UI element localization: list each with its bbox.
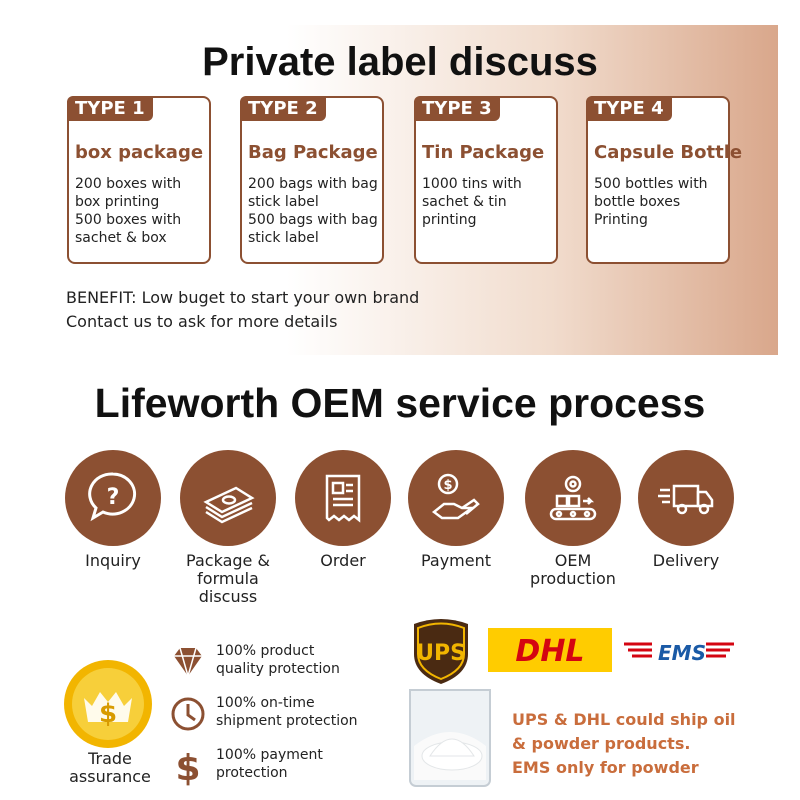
step-inquiry: ? Inquiry xyxy=(53,450,173,570)
svg-text:$: $ xyxy=(443,478,452,493)
benefit-text: BENEFIT: Low buget to start your own bra… xyxy=(66,286,419,334)
type-description: 1000 tins with sachet & tin printing xyxy=(422,176,522,228)
feature-quality: 100% product quality protection xyxy=(168,642,388,686)
delivery-truck-icon xyxy=(638,450,734,546)
dhl-logo: DHL xyxy=(488,628,612,672)
svg-text:UPS: UPS xyxy=(416,641,466,666)
step-label: Order xyxy=(320,551,366,570)
svg-text:?: ? xyxy=(107,485,120,510)
svg-text:$: $ xyxy=(99,699,117,729)
step-order: Order xyxy=(283,450,403,570)
type-title: Tin Package xyxy=(422,142,545,163)
question-icon: ? xyxy=(65,450,161,546)
money-stack-icon xyxy=(180,450,276,546)
step-payment: $ Payment xyxy=(396,450,516,570)
svg-text:EMS: EMS xyxy=(658,641,706,665)
powder-beaker-image xyxy=(409,689,491,787)
feature-text: 100% payment protection xyxy=(216,747,323,781)
type-badge: TYPE 4 xyxy=(586,96,672,121)
type-title: Bag Package xyxy=(248,142,378,163)
ems-logo: EMS xyxy=(624,641,734,665)
payment-hand-icon: $ xyxy=(408,450,504,546)
type-description: 200 boxes with box printing 500 boxes wi… xyxy=(75,176,182,246)
svg-text:DHL: DHL xyxy=(515,634,584,669)
trade-assurance-badge: $ xyxy=(64,660,152,748)
type-title: box package xyxy=(75,142,204,163)
step-label: Inquiry xyxy=(85,551,141,570)
type-description: 200 bags with bag stick label 500 bags w… xyxy=(248,176,378,246)
diamond-icon xyxy=(174,647,202,679)
trade-assurance-label: Trade assurance xyxy=(69,749,151,786)
type-card-2: TYPE 2 Bag Package 200 bags with bag sti… xyxy=(240,96,384,264)
type-badge: TYPE 3 xyxy=(414,96,500,121)
type-title: Capsule Bottle xyxy=(594,142,743,163)
type-card-3: TYPE 3 Tin Package 1000 tins with sachet… xyxy=(414,96,558,264)
feature-payment: $ 100% payment protection xyxy=(168,746,388,790)
step-label: Payment xyxy=(420,551,492,570)
dollar-icon: $ xyxy=(175,748,200,786)
step-label: Delivery xyxy=(652,551,720,570)
step-label: OEM production xyxy=(530,551,616,588)
step-oem-production: OEM production xyxy=(513,450,633,588)
type-badge: TYPE 2 xyxy=(240,96,326,121)
step-label: Package & formula discuss xyxy=(186,551,270,606)
type-card-4: TYPE 4 Capsule Bottle 500 bottles with b… xyxy=(586,96,742,264)
ups-logo: UPS xyxy=(414,619,468,684)
feature-text: 100% product quality protection xyxy=(216,643,340,677)
step-package-formula: Package & formula discuss xyxy=(168,450,288,606)
type-description: 500 bottles with bottle boxes Printing xyxy=(594,176,708,228)
conveyor-gear-icon xyxy=(525,450,621,546)
step-delivery: Delivery xyxy=(626,450,746,570)
document-icon xyxy=(295,450,391,546)
feature-text: 100% on-time shipment protection xyxy=(216,695,358,729)
feature-shipment: 100% on-time shipment protection xyxy=(168,694,388,738)
type-card-1: TYPE 1 box package 200 boxes with box pr… xyxy=(67,96,211,264)
oem-process-title: Lifeworth OEM service process xyxy=(94,380,706,426)
benefit-line: BENEFIT: Low buget to start your own bra… xyxy=(66,288,420,307)
contact-line: Contact us to ask for more details xyxy=(66,312,338,331)
private-label-title: Private label discuss xyxy=(202,40,598,84)
svg-text:$: $ xyxy=(175,748,200,786)
type-badge: TYPE 1 xyxy=(67,96,153,121)
shipping-note: UPS & DHL could ship oil & powder produc… xyxy=(512,710,736,777)
clock-icon xyxy=(171,697,205,731)
